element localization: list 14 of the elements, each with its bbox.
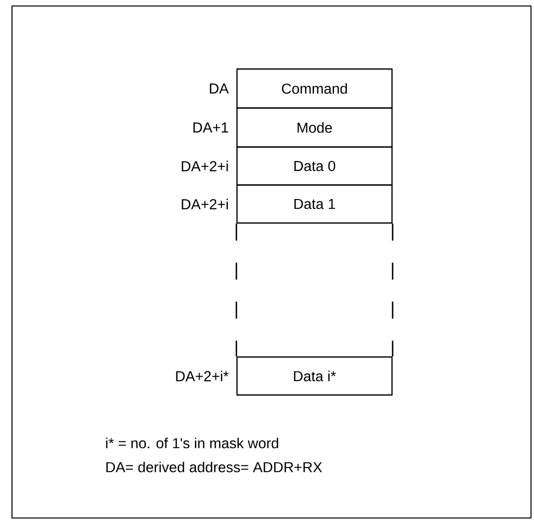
note-text: DA= derived address= ADDR+RX (106, 462, 322, 472)
address-label: DA+1 (193, 122, 228, 132)
dashed-side-line (236, 224, 238, 356)
dashed-side-line (392, 224, 394, 356)
memory-cell: Mode (236, 107, 393, 148)
address-label: DA+2+i* (176, 370, 229, 382)
address-label: DA (210, 84, 229, 94)
address-label: DA+2+i (182, 160, 228, 172)
address-label: DA+2+i (182, 198, 228, 210)
note-text: i* = no. of 1's in mask word (106, 438, 278, 448)
memory-cell: Data 1 (236, 184, 393, 224)
memory-cell: Data 0 (236, 146, 393, 186)
memory-cell: Command (236, 68, 393, 109)
memory-cell: Data i* (236, 356, 393, 396)
